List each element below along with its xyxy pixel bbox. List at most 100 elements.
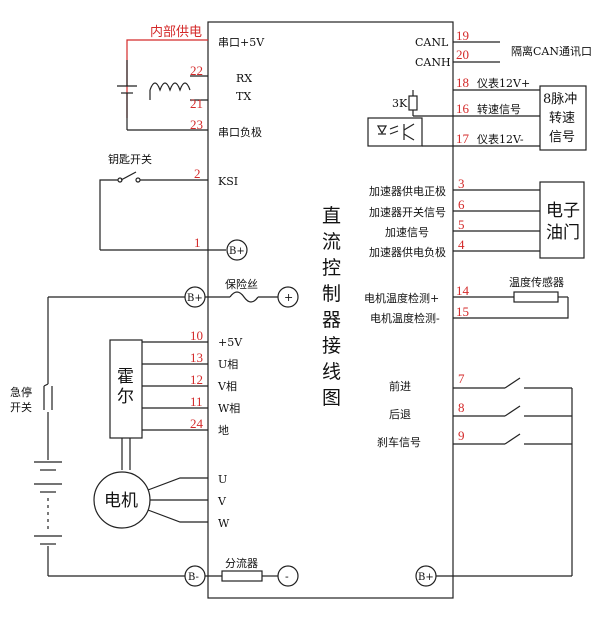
pin-2: 2 (194, 166, 201, 181)
minus-terminal (277, 565, 299, 587)
pin-22: 22 (190, 63, 203, 78)
optocoupler-icon (367, 117, 423, 147)
ground-label: 地 (218, 424, 229, 437)
pin-10: 10 (190, 328, 203, 343)
tx-label: TX (236, 90, 251, 103)
motor-u-wire (147, 477, 208, 491)
backward-switch-icon (504, 405, 521, 417)
pin-9: 9 (458, 428, 465, 443)
acc-pos-label: 加速器供电正极 (369, 184, 446, 198)
pulse-box-label: 8脉冲 (543, 92, 577, 107)
pin-7: 7 (458, 371, 465, 386)
temp-sensor-label: 温度传感器 (509, 275, 564, 289)
pin-13: 13 (190, 350, 203, 365)
title-char: 接 (322, 335, 341, 357)
hall-label: 霍 (117, 367, 134, 387)
title-char: 制 (322, 283, 341, 305)
serial-5v-label: 串口+5V (218, 36, 265, 49)
pin-17: 17 (456, 131, 470, 146)
pin-24: 24 (190, 416, 204, 431)
plus-label: + (284, 291, 293, 304)
pin-6: 6 (458, 197, 465, 212)
pin-4: 4 (458, 237, 465, 252)
acc-neg-label: 加速器供电负极 (369, 245, 446, 259)
u-phase-label: U相 (218, 358, 238, 371)
title-char: 直 (322, 205, 341, 227)
controller-box (207, 21, 454, 599)
can-port-label: 隔离CAN通讯口 (511, 44, 592, 58)
shunt-icon (221, 570, 263, 582)
pin-11: 11 (190, 394, 203, 409)
u-label: U (218, 473, 227, 486)
pulse-signal-box (539, 85, 587, 151)
title-char: 器 (322, 309, 341, 331)
pulse-box-label: 信号 (549, 130, 575, 145)
motor-temp-pos-label: 电机温度检测+ (364, 291, 439, 305)
coil-icon (149, 82, 191, 92)
hall-sensor-box (109, 339, 143, 439)
canl-label: CANL (415, 36, 449, 49)
b-plus-label: B+ (187, 293, 203, 304)
meter-12v-pos-label: 仪表12V+ (477, 76, 530, 90)
estop-label: 开关 (10, 400, 32, 414)
throttle-label: 电子 (546, 201, 580, 221)
v-phase-label: V相 (217, 380, 237, 393)
b-plus-label: B+ (229, 246, 245, 257)
b-plus-terminal (226, 239, 248, 261)
motor-label: 电机 (104, 491, 138, 511)
internal-power-label: 内部供电 (150, 24, 202, 40)
pin-3: 3 (458, 176, 465, 191)
key-switch-icon (120, 171, 137, 181)
brake-switch-icon (504, 433, 521, 445)
title-char: 流 (322, 231, 341, 253)
v-label: V (217, 495, 227, 508)
b-plus-label: B+ (418, 572, 434, 583)
fuse-icon (229, 291, 259, 303)
pin-18: 18 (456, 75, 469, 90)
pin-20: 20 (456, 47, 469, 62)
title-char: 图 (322, 387, 341, 409)
title-char: 线 (322, 361, 341, 383)
forward-switch-icon (504, 377, 521, 389)
pin-15: 15 (456, 304, 469, 319)
temp-sensor-icon (513, 291, 559, 303)
ksi-label: KSI (218, 175, 238, 188)
pin-16: 16 (456, 101, 470, 116)
hall-label: 尔 (117, 387, 134, 407)
canh-label: CANH (415, 56, 451, 69)
key-switch-label: 钥匙开关 (108, 152, 152, 166)
pulse-box-label: 转速 (549, 111, 575, 126)
w-label: W (218, 517, 230, 530)
pin-23: 23 (190, 117, 203, 132)
resistor-icon (408, 95, 418, 111)
pin-1: 1 (194, 235, 201, 250)
brake-label: 刹车信号 (377, 435, 421, 449)
motor-w-wire (147, 509, 208, 523)
controller-title: 直 流 控 制 器 接 线 图 (322, 205, 341, 409)
throttle-label: 油门 (546, 223, 580, 243)
throttle-box (539, 181, 585, 259)
rx-label: RX (236, 72, 252, 85)
fuse-label: 保险丝 (225, 277, 258, 291)
shunt-label: 分流器 (225, 556, 258, 570)
pin-8: 8 (458, 400, 465, 415)
pin-5: 5 (458, 217, 465, 232)
key-switch-wire (99, 179, 118, 250)
pin-21: 21 (190, 96, 203, 111)
acc-switch-label: 加速器开关信号 (369, 205, 446, 219)
motor-temp-neg-label: 电机温度检测- (370, 311, 440, 325)
estop-label: 急停 (10, 385, 32, 399)
serial-neg-label: 串口负极 (218, 125, 262, 139)
backward-label: 后退 (389, 408, 411, 421)
pin-19: 19 (456, 28, 469, 43)
plus-terminal (277, 286, 299, 308)
pin-14: 14 (456, 283, 470, 298)
b-plus-terminal (415, 565, 437, 587)
acc-signal-label: 加速信号 (385, 226, 429, 239)
w-phase-label: W相 (218, 402, 240, 415)
plus-5v-label: +5V (218, 336, 243, 349)
speed-signal-label: 转速信号 (477, 102, 521, 116)
pin-12: 12 (190, 372, 203, 387)
